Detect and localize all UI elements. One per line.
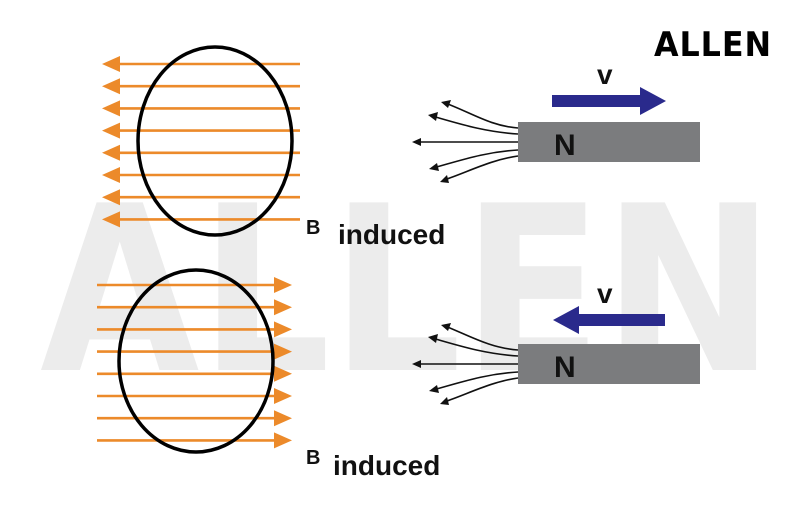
bottom-induced-field-lines	[97, 277, 292, 449]
top-field-induced-label: induced	[338, 219, 445, 250]
bottom-magnet-pole-label: N	[554, 351, 576, 384]
bottom-magnet-field-lines	[415, 325, 519, 403]
top-velocity-arrow	[552, 87, 666, 115]
induced-field-arrowhead	[102, 167, 120, 183]
top-coil-loop	[136, 45, 294, 237]
top-magnet-field-arrowheads	[412, 100, 451, 183]
top-field-symbol: B	[306, 217, 320, 239]
induced-field-arrowhead	[102, 122, 120, 139]
induced-field-arrowhead	[274, 432, 292, 449]
top-magnet-pole-label: N	[554, 129, 576, 162]
induced-field-arrowhead	[274, 277, 292, 293]
induced-field-arrowhead	[102, 189, 120, 206]
bottom-coil-loop	[117, 268, 275, 454]
bottom-field-symbol: B	[306, 447, 320, 469]
bottom-magnet-field-arrowheads	[412, 323, 451, 405]
bottom-field-induced-label: induced	[333, 450, 440, 481]
induced-field-arrowhead	[102, 211, 120, 228]
induced-field-arrowhead	[274, 365, 292, 382]
induced-field-arrowhead	[274, 321, 292, 338]
top-velocity-label: v	[597, 59, 613, 90]
induced-field-arrowhead	[274, 410, 292, 427]
induced-field-arrowhead	[274, 388, 292, 404]
induced-field-arrowhead	[274, 299, 292, 316]
allen-logo: ALLEN	[654, 25, 772, 65]
top-panel: v N B induced	[102, 45, 700, 250]
top-bar-magnet	[518, 122, 700, 162]
bottom-velocity-label: v	[597, 278, 613, 309]
bottom-panel: v N B induced	[97, 268, 700, 481]
induced-field-arrowhead	[274, 343, 292, 360]
top-magnet-field-lines	[415, 102, 519, 181]
induced-field-arrowhead	[102, 144, 120, 161]
induced-field-arrowhead	[102, 100, 120, 117]
induced-field-arrowhead	[102, 56, 120, 72]
bottom-velocity-arrow	[553, 306, 665, 334]
bottom-bar-magnet	[518, 344, 700, 384]
induced-field-arrowhead	[102, 78, 120, 95]
